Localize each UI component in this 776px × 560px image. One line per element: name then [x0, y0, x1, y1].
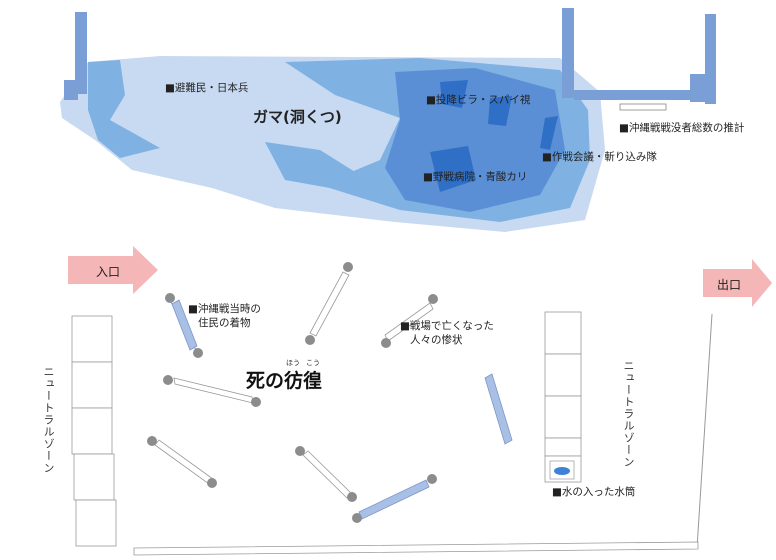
label-canteen: ■水の入った水筒 — [552, 486, 636, 498]
post — [163, 375, 173, 385]
exit-arrow — [703, 259, 772, 307]
cave-wall-far-right — [705, 14, 716, 104]
title-ruby-left: ほう — [286, 359, 300, 367]
wall-panel — [302, 450, 353, 499]
war-dead-panel — [619, 103, 667, 111]
post — [193, 348, 203, 358]
post — [428, 294, 438, 304]
label-surrender: ■投降ビラ・スパイ視 — [426, 94, 531, 106]
label-battlefield-line2: 人々の惨状 — [410, 334, 463, 346]
cave-wall-right — [562, 8, 574, 98]
post — [381, 338, 391, 348]
entrance-arrow — [68, 246, 158, 294]
label-clothing-line1: ■沖縄戦当時の — [188, 303, 261, 315]
neutral-column-left — [71, 315, 117, 547]
right-boundary — [696, 313, 713, 549]
label-hospital: ■野戦病院・青酸カリ — [423, 171, 528, 183]
cave-pocket-1 — [440, 80, 468, 108]
post — [352, 513, 362, 523]
neutral-zone-right: ニュートラルゾーン — [622, 360, 635, 468]
canteen-icon — [554, 467, 570, 475]
neutral-zone-left: ニュートラルゾーン — [42, 366, 55, 474]
cave-wall-left-step — [64, 80, 78, 100]
wall-panel — [154, 439, 214, 485]
label-battlefield-line1: ■戦場で亡くなった — [400, 320, 494, 332]
post — [343, 262, 353, 272]
title-ruby-right: こう — [306, 359, 320, 367]
cave-lower-band — [265, 142, 360, 188]
bottom-boundary — [133, 541, 699, 556]
neutral-column-right — [544, 311, 582, 483]
post — [147, 436, 157, 446]
cave-wall-far-right-step — [690, 74, 708, 102]
wall-panel — [173, 377, 254, 404]
cave-wall-left — [75, 12, 87, 94]
label-refugees: ■避難民・日本兵 — [165, 82, 249, 94]
cave-ledge-right — [574, 90, 709, 100]
post — [207, 478, 217, 488]
post — [427, 474, 437, 484]
label-war-dead: ■沖縄戦戦没者総数の推計 — [619, 122, 745, 134]
post — [251, 397, 261, 407]
cave-deep-area — [385, 68, 565, 212]
cave-pocket-2 — [488, 96, 512, 126]
cave-left-band — [88, 60, 160, 158]
cave-title: ガマ(洞くつ) — [253, 108, 342, 126]
post — [305, 335, 315, 345]
wall-panel — [309, 271, 350, 337]
blue-panel — [358, 479, 430, 520]
label-strategy: ■作戦会議・斬り込み隊 — [542, 151, 657, 163]
cave-pocket-4 — [430, 146, 476, 192]
clothing-panel — [171, 299, 198, 351]
exit-label: 出口 — [717, 278, 742, 292]
label-clothing-line2: 住民の着物 — [198, 317, 251, 329]
entrance-label: 入口 — [96, 265, 121, 279]
cave-diagram — [60, 8, 716, 232]
post — [165, 293, 175, 303]
post — [295, 446, 305, 456]
blue-panel — [484, 373, 513, 445]
post — [347, 492, 357, 502]
floor-title: 死の彷徨 — [246, 370, 323, 392]
cave-pocket-3 — [540, 116, 558, 150]
